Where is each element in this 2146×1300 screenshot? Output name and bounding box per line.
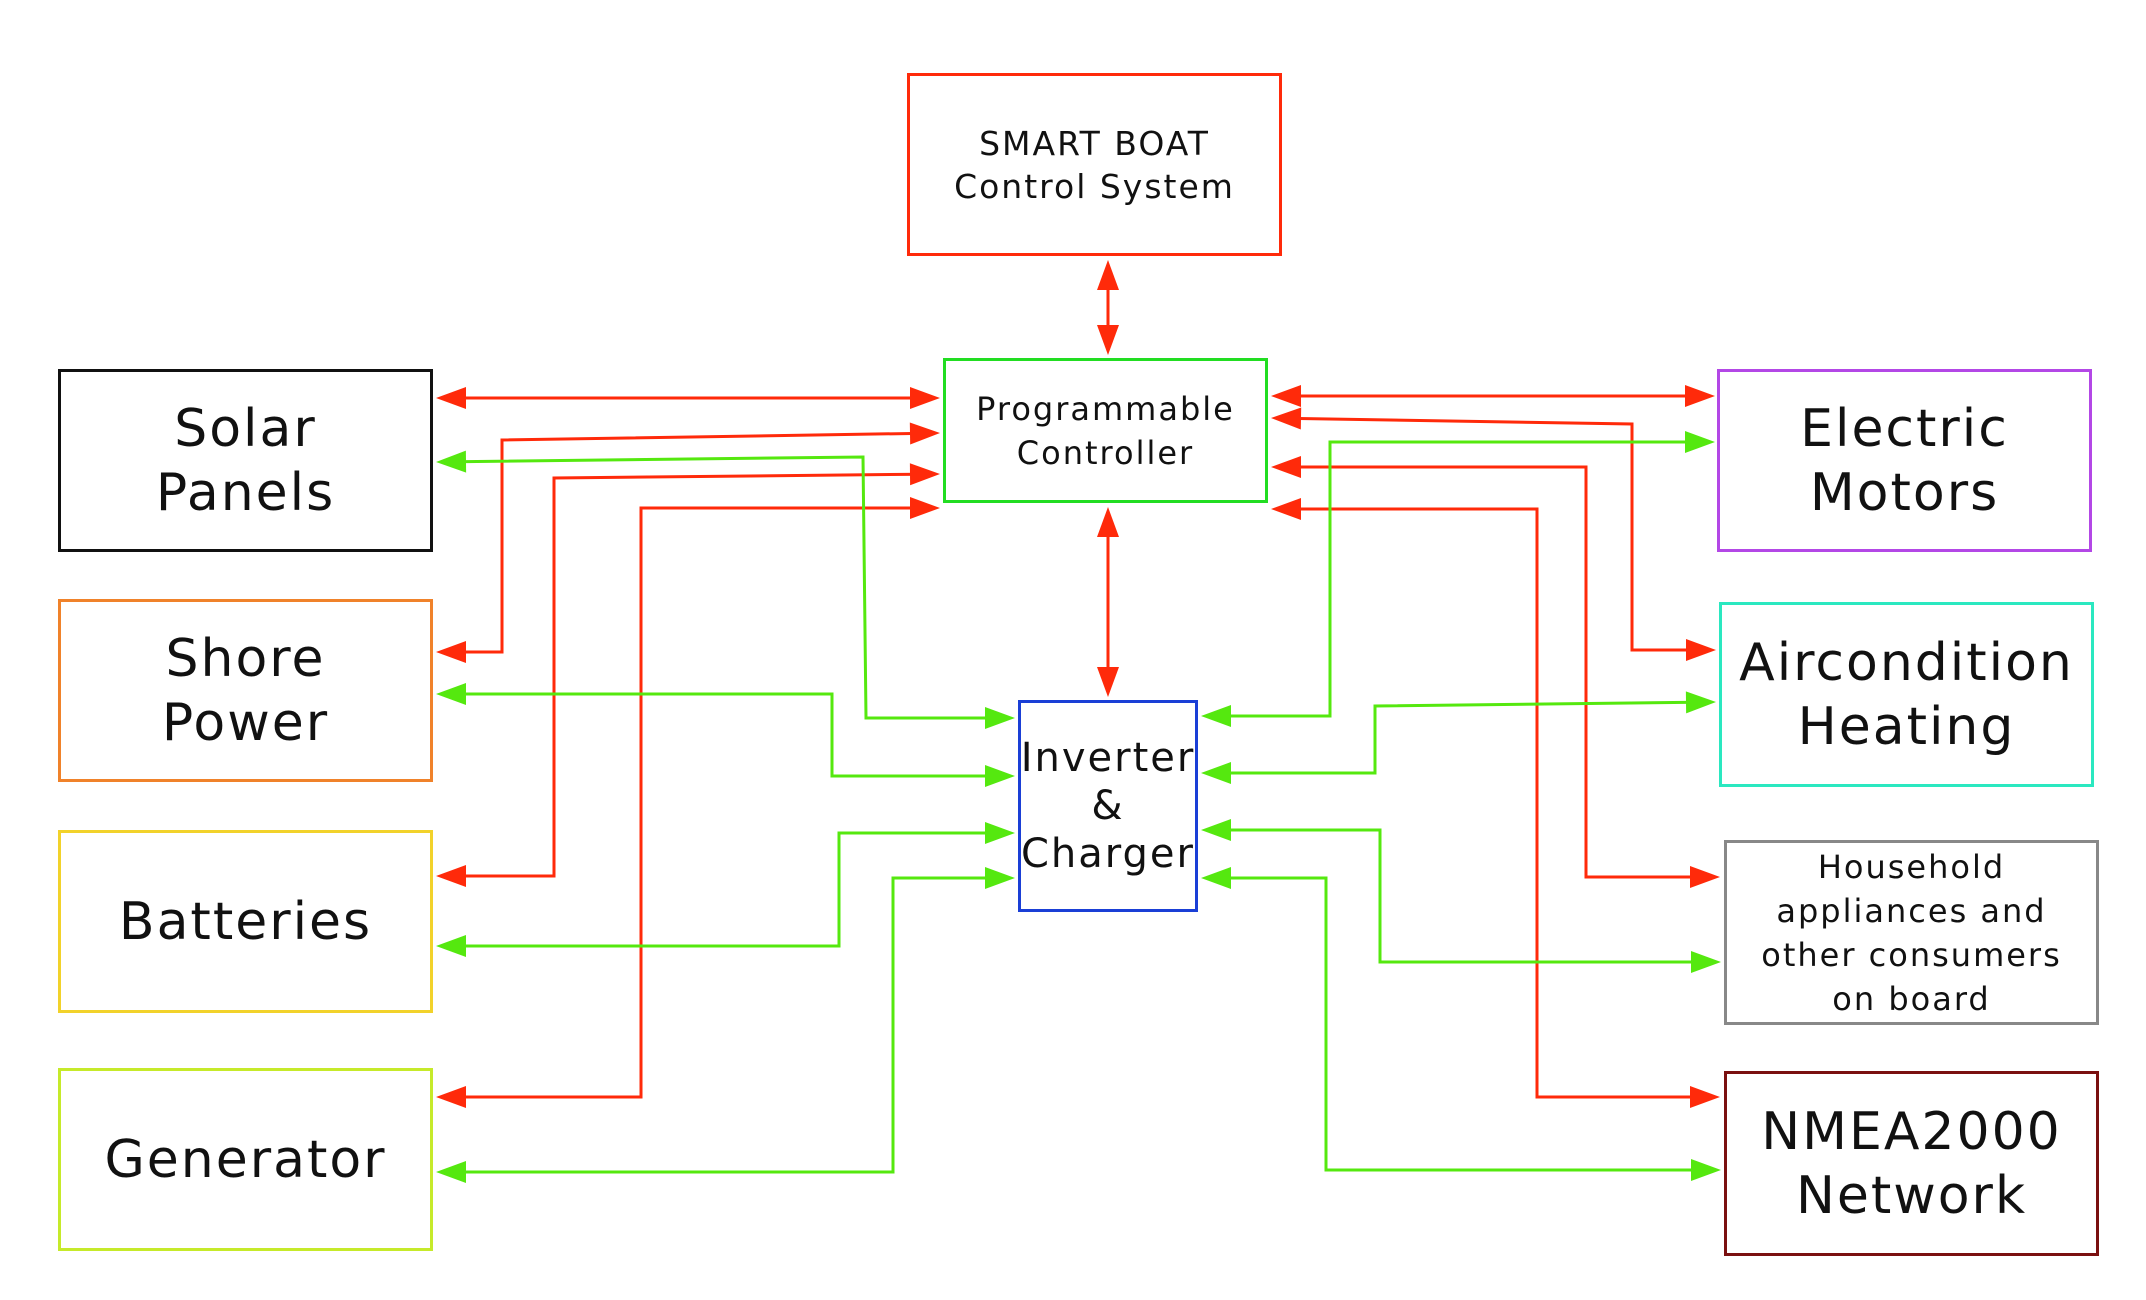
generator-inverter-link-arrowhead-start	[436, 1161, 466, 1183]
node-label-line: Control System	[954, 166, 1235, 206]
node-label-line: other consumers	[1761, 935, 2062, 974]
shore-inverter-link	[456, 692, 995, 778]
solar-inverter-link-arrowhead-start	[436, 450, 467, 473]
node-label-line: appliances and	[1776, 891, 2047, 930]
generator-controller-link-arrowhead-end	[910, 497, 940, 519]
node-label-line: Heating	[1797, 696, 2016, 757]
node-label-line: Aircondition	[1739, 632, 2074, 693]
shore-inverter-link-arrowhead-end	[985, 765, 1015, 787]
solar-inverter-link	[455, 455, 995, 720]
batteries-inverter-link	[456, 831, 995, 948]
controller-nmea-link-arrowhead-end	[1690, 1086, 1720, 1108]
controller-nmea-link-arrowhead-start	[1271, 498, 1301, 520]
node-label-line: &	[1091, 783, 1125, 829]
generator-box: Generator	[58, 1068, 433, 1251]
shore-controller-link-arrowhead-end	[909, 422, 940, 445]
generator-inverter-link-arrowhead-end	[985, 867, 1015, 889]
batteries-box: Batteries	[58, 830, 433, 1013]
node-label-line: Programmable	[976, 389, 1235, 428]
inverter-household-link-arrowhead-start	[1201, 819, 1231, 841]
inverter-charger-box: Inverter & Charger	[1018, 700, 1198, 912]
shore-inverter-link-arrowhead-start	[436, 683, 466, 705]
electric-motors-box: Electric Motors	[1717, 369, 2092, 552]
node-label-line: SMART BOAT	[979, 123, 1210, 163]
node-label-line: Shore	[165, 628, 326, 689]
inverter-motors-link	[1221, 440, 1695, 718]
controller-motors-link-arrowhead-start	[1271, 385, 1301, 407]
controller-household-link-arrowhead-end	[1690, 866, 1720, 888]
inverter-motors-link-arrowhead-start	[1201, 705, 1231, 727]
boat-controller-link-arrowhead-start	[1097, 260, 1119, 290]
node-label-line: Generator	[104, 1129, 387, 1190]
node-label-line: Motors	[1809, 462, 2000, 523]
node-label-line: NMEA2000	[1761, 1101, 2062, 1162]
boat-controller-link-arrowhead-end	[1097, 325, 1119, 355]
node-label-line: Solar	[174, 398, 317, 459]
inverter-aircon-link-arrowhead-end	[1685, 691, 1716, 714]
controller-motors-link-arrowhead-end	[1685, 385, 1715, 407]
controller-aircon-link-arrowhead-start	[1271, 407, 1302, 430]
solar-panels-box: Solar Panels	[58, 369, 433, 552]
generator-controller-link-arrowhead-start	[436, 1086, 466, 1108]
controller-nmea-link	[1291, 507, 1700, 1099]
smart-boat-control-system-box: SMART BOAT Control System	[907, 73, 1282, 256]
aircondition-heating-box: Aircondition Heating	[1719, 602, 2094, 787]
batteries-controller-link-arrowhead-end	[909, 463, 940, 486]
batteries-controller-link	[456, 472, 921, 878]
solar-inverter-link-arrowhead-end	[985, 707, 1015, 729]
inverter-nmea-link-arrowhead-start	[1201, 867, 1231, 889]
node-label-line: Batteries	[118, 891, 373, 952]
controller-household-link-arrowhead-start	[1271, 456, 1301, 478]
node-label-line: on board	[1832, 979, 1991, 1018]
node-label-line: Household	[1817, 847, 2006, 886]
batteries-inverter-link-arrowhead-end	[985, 822, 1015, 844]
inverter-nmea-link-arrowhead-end	[1691, 1159, 1721, 1181]
controller-inverter-link-arrowhead-start	[1097, 507, 1119, 537]
node-label-line: Panels	[155, 462, 336, 523]
shore-power-box: Shore Power	[58, 599, 433, 782]
inverter-motors-link-arrowhead-end	[1685, 431, 1715, 453]
programmable-controller-box: Programmable Controller	[943, 358, 1268, 503]
solar-controller-link-arrowhead-end	[910, 387, 940, 409]
controller-aircon-link	[1290, 416, 1696, 652]
inverter-household-link-arrowhead-end	[1691, 951, 1721, 973]
household-appliances-box: Household appliances and other consumers…	[1724, 840, 2099, 1025]
node-label-line: Inverter	[1020, 735, 1196, 781]
generator-inverter-link	[456, 876, 995, 1174]
inverter-aircon-link-arrowhead-start	[1201, 762, 1231, 784]
shore-controller-link-arrowhead-start	[436, 641, 466, 663]
node-label-line: Electric	[1800, 398, 2009, 459]
batteries-inverter-link-arrowhead-start	[436, 935, 466, 957]
node-label-line: Charger	[1021, 831, 1195, 877]
solar-controller-link-arrowhead-start	[436, 387, 466, 409]
controller-inverter-link-arrowhead-end	[1097, 667, 1119, 697]
inverter-nmea-link	[1221, 876, 1701, 1172]
inverter-household-link	[1221, 828, 1701, 964]
nmea2000-network-box: NMEA2000 Network	[1724, 1071, 2099, 1256]
node-label-line: Network	[1795, 1165, 2028, 1226]
controller-household-link	[1291, 465, 1700, 879]
node-label-line: Power	[161, 692, 330, 753]
generator-controller-link	[456, 506, 920, 1099]
node-label-line: Controller	[1016, 433, 1195, 472]
inverter-aircon-link	[1221, 700, 1697, 775]
batteries-controller-link-arrowhead-start	[436, 865, 466, 887]
shore-controller-link	[456, 431, 921, 654]
controller-aircon-link-arrowhead-end	[1686, 639, 1716, 661]
